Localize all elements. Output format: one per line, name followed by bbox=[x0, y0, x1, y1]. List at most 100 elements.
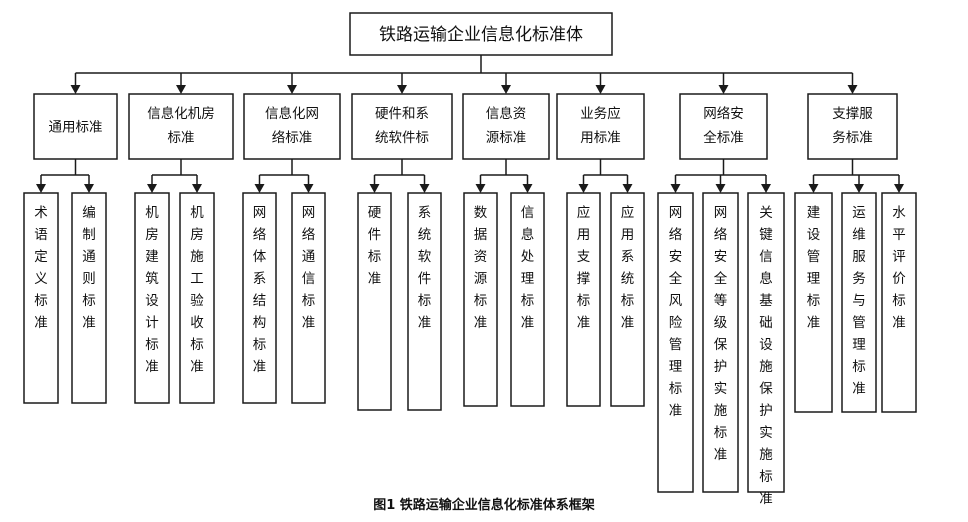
leaf-box bbox=[71, 192, 107, 404]
leaf-label-char: 息 bbox=[759, 270, 773, 287]
category-label: 信息资 bbox=[486, 105, 527, 122]
leaf-label-char: 标 bbox=[621, 293, 635, 309]
leaf-label-char: 等 bbox=[714, 292, 728, 309]
category-label: 络标准 bbox=[272, 130, 313, 146]
category-label: 网络安 bbox=[703, 106, 744, 122]
arrow-head bbox=[847, 85, 858, 94]
arrow-head bbox=[715, 184, 726, 193]
leaf-label-char: 定 bbox=[34, 249, 48, 265]
category-label: 统软件标 bbox=[375, 130, 429, 146]
leaf-label-char: 准 bbox=[521, 315, 535, 331]
leaf-label-char: 通 bbox=[82, 249, 96, 265]
leaf-label-char: 准 bbox=[145, 359, 159, 375]
category-box bbox=[462, 93, 550, 160]
leaf-label-char: 网 bbox=[669, 205, 683, 221]
leaf-label-char: 件 bbox=[368, 227, 382, 243]
leaf-label-char: 据 bbox=[474, 227, 488, 243]
leaf-label-char: 理 bbox=[852, 337, 866, 353]
leaf-box bbox=[657, 192, 694, 493]
arrow-head bbox=[176, 85, 186, 94]
leaf-label-char: 险 bbox=[669, 315, 683, 331]
leaf-label-char: 价 bbox=[892, 271, 906, 287]
arrow-head bbox=[70, 85, 81, 94]
leaf-label-char: 体 bbox=[253, 249, 267, 265]
leaf-label-char: 准 bbox=[621, 315, 635, 331]
arrow-head bbox=[595, 85, 606, 94]
leaf-label-char: 网 bbox=[302, 205, 316, 221]
figure-caption: 图1 铁路运输企业信息化标准体系框架 bbox=[373, 498, 595, 513]
arrow-head bbox=[622, 184, 633, 193]
leaf-box bbox=[291, 192, 326, 404]
arrow-head bbox=[854, 184, 864, 193]
leaf-label-char: 准 bbox=[759, 491, 773, 507]
leaf-label-char: 全 bbox=[669, 270, 683, 287]
leaf-label-char: 实 bbox=[759, 425, 773, 441]
arrow-head bbox=[718, 85, 729, 94]
arrow-head bbox=[894, 184, 904, 193]
root-label: 铁路运输企业信息化标准体 bbox=[379, 25, 583, 45]
arrow-head bbox=[303, 184, 314, 193]
leaf-label-char: 信 bbox=[302, 271, 316, 287]
leaf-label-char: 计 bbox=[145, 315, 159, 331]
arrow-head bbox=[501, 85, 511, 94]
leaf-label-char: 应 bbox=[621, 204, 635, 221]
leaf-label-char: 水 bbox=[892, 205, 906, 221]
leaf-label-char: 义 bbox=[34, 271, 48, 287]
leaf-label-char: 管 bbox=[669, 337, 683, 353]
leaf-label-char: 软 bbox=[418, 249, 432, 265]
category-box bbox=[679, 93, 768, 160]
category-label: 全标准 bbox=[703, 129, 744, 146]
leaf-label-char: 筑 bbox=[145, 271, 159, 287]
leaf-label-char: 准 bbox=[474, 315, 488, 331]
leaf-label-char: 施 bbox=[714, 403, 728, 419]
leaf-label-char: 准 bbox=[577, 315, 591, 331]
leaf-label-char: 标 bbox=[759, 469, 773, 485]
leaf-label-char: 制 bbox=[82, 227, 96, 243]
leaf-label-char: 网 bbox=[714, 205, 728, 221]
leaf-label-char: 安 bbox=[669, 249, 683, 265]
category-label: 源标准 bbox=[486, 130, 527, 146]
leaf-label-char: 标 bbox=[669, 381, 683, 397]
category-box bbox=[243, 93, 341, 160]
leaf-label-char: 标 bbox=[34, 293, 48, 309]
leaf-label-char: 准 bbox=[892, 315, 906, 331]
leaf-label-char: 理 bbox=[521, 271, 535, 287]
leaf-box bbox=[23, 192, 59, 404]
arrow-head bbox=[808, 184, 819, 193]
leaf-label-char: 络 bbox=[302, 227, 316, 243]
leaf-label-char: 标 bbox=[302, 293, 316, 309]
leaf-label-char: 管 bbox=[852, 315, 866, 331]
leaf-label-char: 准 bbox=[82, 315, 96, 331]
leaf-label-char: 标 bbox=[577, 293, 591, 309]
leaf-label-char: 标 bbox=[253, 337, 267, 353]
leaf-label-char: 评 bbox=[892, 249, 906, 265]
leaf-label-char: 源 bbox=[474, 271, 488, 287]
arrow-head bbox=[670, 184, 681, 193]
leaf-box bbox=[510, 192, 545, 407]
leaf-label-char: 维 bbox=[852, 227, 866, 243]
leaf-box bbox=[407, 192, 442, 411]
leaf-label-char: 用 bbox=[621, 227, 635, 243]
arrow-head bbox=[287, 85, 297, 94]
leaf-label-char: 构 bbox=[253, 315, 267, 331]
category-label: 用标准 bbox=[580, 130, 621, 146]
leaf-label-char: 络 bbox=[669, 227, 683, 243]
leaf-label-char: 理 bbox=[807, 271, 821, 287]
leaf-label-char: 术 bbox=[34, 205, 48, 221]
arrow-head bbox=[419, 184, 430, 193]
leaf-box bbox=[463, 192, 498, 407]
leaf-label-char: 实 bbox=[714, 381, 728, 397]
leaf-label-char: 收 bbox=[190, 315, 204, 331]
leaf-label-char: 建 bbox=[145, 249, 159, 265]
leaf-label-char: 准 bbox=[368, 271, 382, 287]
leaf-label-char: 设 bbox=[145, 293, 159, 309]
leaf-label-char: 标 bbox=[145, 337, 159, 353]
leaf-label-char: 准 bbox=[302, 315, 316, 331]
category-label: 务标准 bbox=[832, 130, 873, 146]
arrow-head bbox=[397, 85, 407, 94]
leaf-label-char: 平 bbox=[892, 227, 906, 243]
leaf-label-char: 标 bbox=[82, 293, 96, 309]
leaf-box bbox=[747, 192, 785, 493]
leaf-label-char: 键 bbox=[759, 227, 773, 243]
leaf-label-char: 准 bbox=[852, 381, 866, 397]
